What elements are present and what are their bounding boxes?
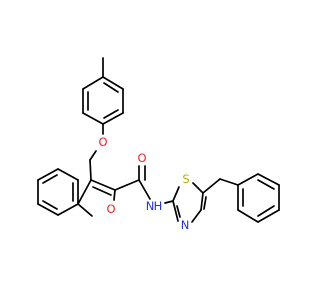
molecule-structure: O O O N H S N (37, 57, 280, 232)
bond-skeleton (37, 57, 280, 223)
atom-labels: O O O N H S N (98, 135, 189, 232)
amide-nitrogen-label: N (146, 199, 155, 213)
ether-oxygen-label: O (98, 135, 107, 149)
carbonyl-oxygen-label: O (137, 151, 146, 165)
amide-hydrogen-label: H (154, 199, 163, 213)
thiazole-sulfur-label: S (182, 172, 189, 186)
furan-oxygen-label: O (106, 202, 115, 216)
thiazole-nitrogen-label: N (181, 218, 190, 232)
